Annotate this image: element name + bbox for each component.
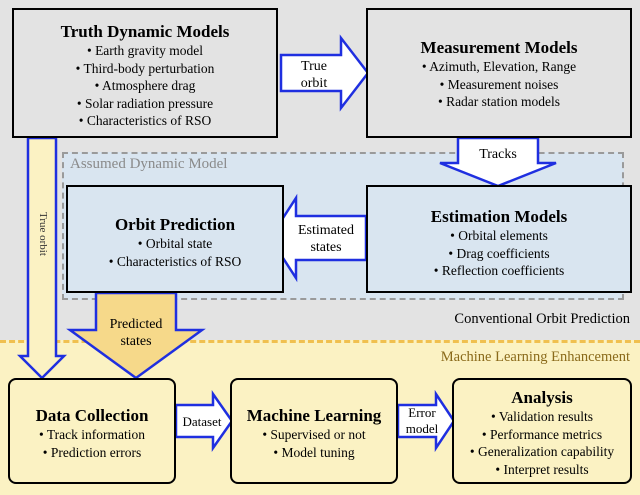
predicted-states-label: Predicted states: [109, 317, 163, 349]
machine-learning-box: Machine Learning • Supervised or not • M…: [230, 378, 398, 484]
truth-vertical-label: True orbit: [37, 212, 49, 256]
truth-item: • Earth gravity model: [86, 43, 204, 58]
true-orbit-arrow: [279, 34, 370, 112]
orbit-prediction-item: • Characteristics of RSO: [108, 253, 242, 269]
data-collection-item: • Track information: [39, 427, 145, 442]
estimation-item: • Reflection coefficients: [433, 263, 565, 278]
truth-item: • Third-body perturbation: [75, 60, 215, 76]
tracks-arrow: [439, 136, 557, 188]
measurement-item: • Radar station models: [437, 94, 561, 109]
orbit-prediction-title: Orbit Prediction: [114, 215, 236, 234]
truth-dynamic-models-box: Truth Dynamic Models • Earth gravity mod…: [12, 8, 278, 138]
error-model-arrow: [396, 389, 456, 453]
truth-item: • Characteristics of RSO: [78, 113, 212, 128]
measurement-models-box: Measurement Models • Azimuth, Elevation,…: [366, 8, 632, 138]
dataset-arrow: [174, 390, 234, 452]
estimation-item: • Drag coefficients: [448, 245, 550, 261]
machine-learning-item: • Supervised or not: [262, 427, 366, 442]
estimation-title: Estimation Models: [430, 207, 568, 226]
truth-vertical-arrow: [16, 136, 68, 380]
truth-item: • Solar radiation pressure: [76, 95, 214, 111]
analysis-box: Analysis • Validation results • Performa…: [452, 378, 632, 484]
truth-item: • Atmosphere drag: [94, 78, 196, 93]
error-model-label: Error model: [405, 405, 439, 436]
orbit-prediction-box: Orbit Prediction • Orbital state • Chara…: [66, 185, 284, 293]
ml-enhancement-label: Machine Learning Enhancement: [440, 349, 630, 365]
analysis-item: • Validation results: [491, 409, 593, 424]
predicted-states-arrow: [66, 291, 206, 380]
measurement-item: • Azimuth, Elevation, Range: [421, 59, 577, 74]
estimation-item: • Orbital elements: [450, 228, 548, 243]
true-orbit-label: True orbit: [300, 59, 328, 91]
measurement-title: Measurement Models: [420, 38, 578, 57]
analysis-title: Analysis: [511, 388, 573, 407]
data-collection-item: • Prediction errors: [42, 444, 142, 460]
estimated-states-label: Estimated states: [298, 223, 354, 255]
estimation-models-box: Estimation Models • Orbital elements • D…: [366, 185, 632, 293]
tracks-label: Tracks: [479, 147, 517, 162]
truth-title: Truth Dynamic Models: [60, 22, 230, 41]
machine-learning-title: Machine Learning: [246, 406, 382, 425]
analysis-item: • Generalization capability: [469, 444, 615, 459]
machine-learning-item: • Model tuning: [273, 444, 355, 460]
assumed-dynamic-model-label: Assumed Dynamic Model: [70, 156, 228, 172]
measurement-item: • Measurement noises: [439, 76, 559, 92]
dataset-label: Dataset: [182, 414, 222, 429]
analysis-item: • Interpret results: [495, 461, 589, 477]
analysis-item: • Performance metrics: [481, 426, 603, 442]
conventional-orbit-prediction-label: Conventional Orbit Prediction: [454, 311, 630, 327]
orbit-prediction-item: • Orbital state: [137, 236, 213, 251]
data-collection-box: Data Collection • Track information • Pr…: [8, 378, 176, 484]
data-collection-title: Data Collection: [35, 406, 149, 425]
